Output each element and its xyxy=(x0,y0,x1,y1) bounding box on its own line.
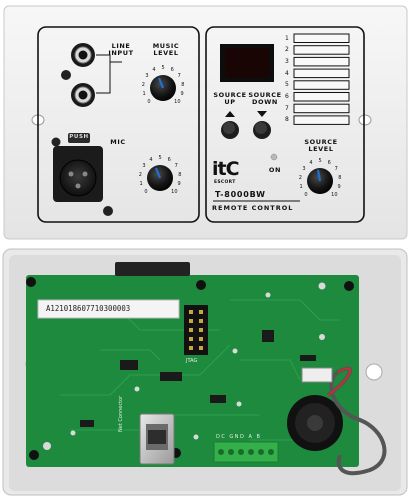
push-label: PUSH xyxy=(69,134,89,140)
source-dial-tick-7: 7 xyxy=(334,166,338,173)
source-indicator-list xyxy=(293,33,350,125)
source-up-button[interactable] xyxy=(221,111,239,139)
source-dial-tick-4: 4 xyxy=(309,160,313,167)
source-number-5: 5 xyxy=(285,81,289,89)
remote-control-subtitle: REMOTE CONTROL xyxy=(212,204,294,212)
source-number-6: 6 xyxy=(285,93,289,100)
source-number-4: 4 xyxy=(285,69,289,77)
source-level-knob[interactable] xyxy=(307,168,333,194)
ethernet-port[interactable] xyxy=(139,413,175,465)
source-indicator-box-3 xyxy=(293,56,350,67)
music-dial-tick-7: 7 xyxy=(177,73,181,80)
mic-dial-tick-5: 5 xyxy=(158,155,162,161)
music-level-knob[interactable] xyxy=(150,75,176,101)
mic-dial-tick-10: 10 xyxy=(171,189,178,196)
source-number-3: 3 xyxy=(285,57,289,65)
source-level-label: SOURCE LEVEL xyxy=(304,138,338,153)
source-indicator-box-5 xyxy=(293,80,350,90)
mic-dial-tick-1: 1 xyxy=(139,181,143,188)
jtag-header xyxy=(184,305,208,355)
mic-dial-tick-0: 0 xyxy=(144,189,148,196)
source-dial-tick-10: 10 xyxy=(331,192,338,199)
mic-level-knob[interactable] xyxy=(147,165,173,191)
model-name: T-8000BW xyxy=(215,190,266,199)
source-number-2: 2 xyxy=(285,46,289,54)
music-dial-tick-10: 10 xyxy=(174,99,181,106)
music-dial-tick-9: 9 xyxy=(180,91,184,98)
back-board xyxy=(2,248,408,496)
music-dial-tick-5: 5 xyxy=(161,65,165,71)
mic-dial-tick-9: 9 xyxy=(177,181,181,188)
source-indicator-box-8 xyxy=(293,115,350,125)
source-down-label: SOURCE DOWN xyxy=(248,91,282,106)
mic-dial-tick-8: 8 xyxy=(178,171,182,178)
source-dial-tick-8: 8 xyxy=(338,174,342,181)
music-level-label: MUSIC LEVEL xyxy=(152,42,180,57)
mic-dial-tick-2: 2 xyxy=(138,171,142,178)
power-led xyxy=(270,153,278,161)
source-dial-tick-5: 5 xyxy=(318,158,322,164)
line-input-jack-bottom[interactable] xyxy=(71,83,95,107)
source-indicator-box-6 xyxy=(293,92,350,102)
source-dial-tick-2: 2 xyxy=(298,174,302,181)
source-dial-tick-6: 6 xyxy=(327,160,331,167)
source-indicator-box-1 xyxy=(293,33,350,43)
music-dial-tick-1: 1 xyxy=(142,91,146,98)
source-dial-tick-0: 0 xyxy=(304,192,308,199)
mic-dial-tick-7: 7 xyxy=(174,163,178,170)
source-down-button[interactable] xyxy=(253,111,271,139)
music-dial-tick-0: 0 xyxy=(147,99,151,106)
source-dial-tick-9: 9 xyxy=(337,184,341,191)
line-input-label: LINE INPUT xyxy=(108,42,134,57)
source-dial-tick-3: 3 xyxy=(302,166,306,173)
screw-xlr-top xyxy=(51,137,61,147)
pcb xyxy=(26,275,359,467)
music-dial-tick-6: 6 xyxy=(170,67,174,74)
terminal-label: DC GND A B xyxy=(216,434,262,440)
xlr-rear-connector xyxy=(287,395,343,451)
front-panel xyxy=(3,5,408,240)
serial-number: A121018607710300003 xyxy=(46,304,131,313)
screw-left-bottom xyxy=(103,206,113,216)
music-dial-tick-3: 3 xyxy=(145,73,149,80)
source-up-label: SOURCE UP xyxy=(213,91,247,106)
source-indicator-box-2 xyxy=(293,45,350,55)
jtag-label: JTAG xyxy=(186,358,198,364)
music-dial-tick-8: 8 xyxy=(181,81,185,88)
mic-dial-tick-4: 4 xyxy=(149,157,153,164)
left-panel-border xyxy=(37,26,200,223)
right-panel-border xyxy=(205,26,365,223)
mic-dial-tick-6: 6 xyxy=(167,157,171,164)
mic-xlr-input[interactable] xyxy=(53,133,103,202)
source-indicator-box-7 xyxy=(293,103,350,114)
source-dial-tick-1: 1 xyxy=(299,184,303,191)
net-connector-label: Net Connector xyxy=(118,395,124,432)
mounting-hole-right xyxy=(358,114,372,126)
music-dial-tick-4: 4 xyxy=(152,67,156,74)
serial-sticker xyxy=(37,299,180,319)
source-number-8: 8 xyxy=(285,116,289,124)
line-input-jack-top[interactable] xyxy=(71,43,95,67)
source-indicator-box-4 xyxy=(293,68,350,79)
mic-label: MIC xyxy=(110,138,126,146)
brand-logo: itC xyxy=(212,158,240,180)
music-dial-tick-2: 2 xyxy=(141,81,145,88)
on-label: ON xyxy=(268,166,282,174)
mic-dial-tick-3: 3 xyxy=(142,163,146,170)
brand-sub: ESCORT xyxy=(214,180,236,185)
screw-left-top xyxy=(61,70,71,80)
source-number-7: 7 xyxy=(285,104,289,112)
terminal-block[interactable] xyxy=(213,441,279,463)
source-number-1: 1 xyxy=(285,34,289,42)
